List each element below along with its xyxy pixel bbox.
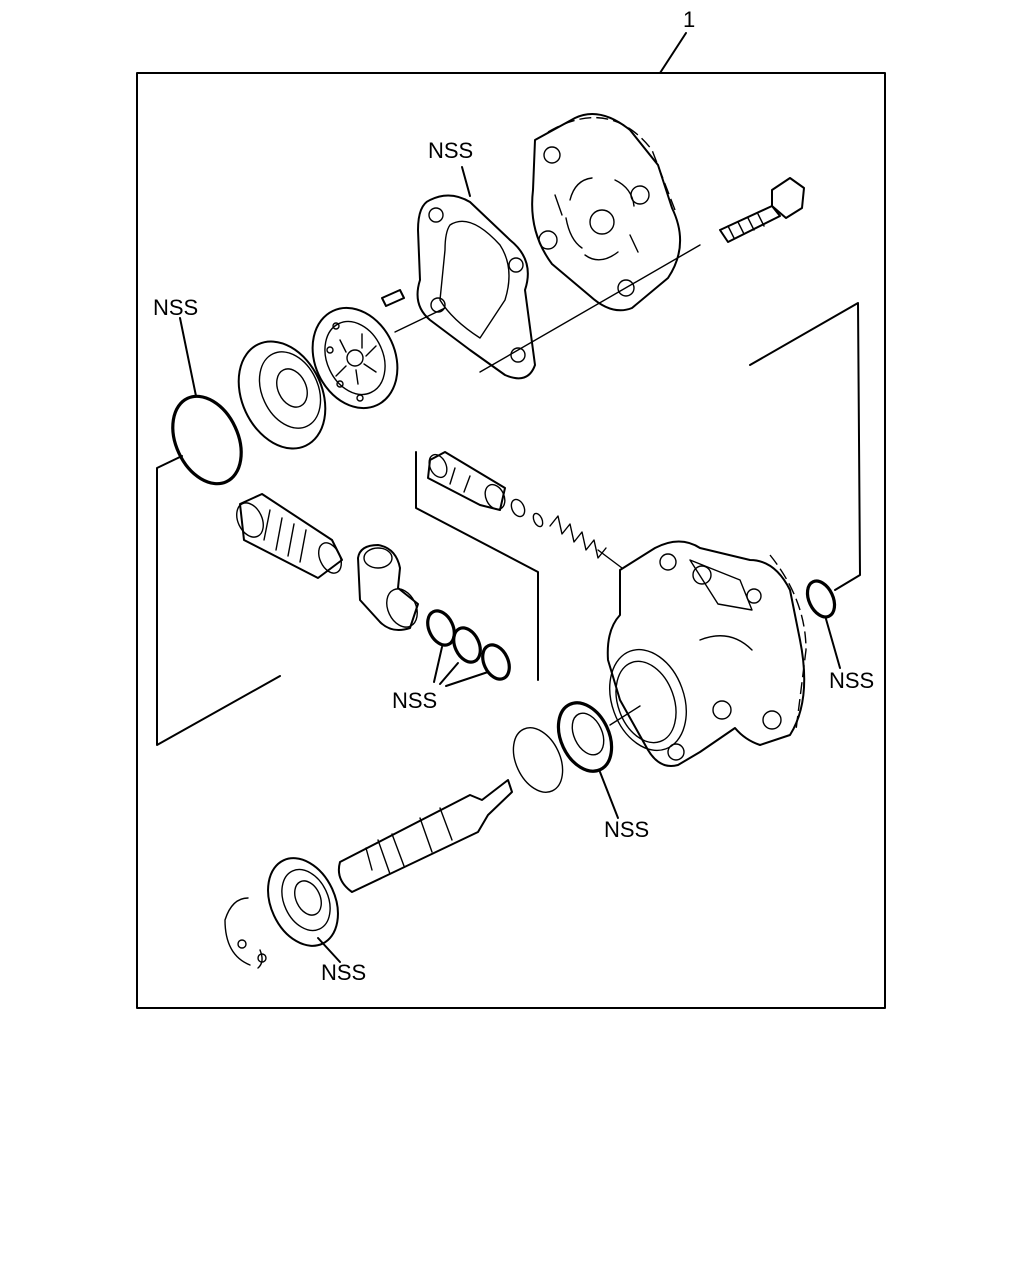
- callout-cover-o-ring: NSS: [153, 295, 198, 320]
- callout-bearing: NSS: [321, 960, 366, 985]
- alignment-line-spool: [597, 549, 623, 569]
- valve-spring: [549, 515, 607, 559]
- callout-housing-o-ring: NSS: [829, 668, 874, 693]
- ball-bearing: [267, 857, 339, 947]
- alignment-line-shaft: [609, 705, 641, 726]
- large-o-ring: [171, 394, 243, 486]
- side-plate: [237, 340, 327, 450]
- drive-shaft: [337, 779, 513, 893]
- shaft-seal: [556, 701, 614, 773]
- cover-bolt: [719, 177, 805, 243]
- callout-gasket: NSS: [428, 138, 473, 163]
- dowel-pin: [381, 289, 405, 307]
- housing-o-ring: [805, 579, 837, 619]
- flow-control-valve: [236, 493, 343, 579]
- rear-cover: [531, 113, 682, 312]
- alignment-line-top: [479, 244, 701, 373]
- left-bracket: [156, 455, 281, 746]
- small-washer: [510, 498, 526, 518]
- rotor-cam-ring: [311, 306, 399, 410]
- right-bracket: [749, 302, 861, 591]
- alignment-line-rotor: [394, 307, 446, 333]
- callout-shaft-seal: NSS: [604, 817, 649, 842]
- cover-gasket: [416, 194, 536, 380]
- valve-o-ring-2: [452, 626, 482, 664]
- small-clip: [532, 512, 544, 528]
- union-fitting: [357, 544, 419, 631]
- callout-valve-o-rings: NSS: [392, 688, 437, 713]
- spool-valve: [427, 451, 506, 511]
- item-number-label: 1: [683, 7, 695, 32]
- valve-group-bracket: [415, 451, 539, 681]
- item-number-leader: [659, 32, 687, 74]
- valve-o-ring-1: [426, 609, 456, 647]
- valve-o-ring-3: [481, 643, 511, 681]
- shaft-washer: [512, 727, 564, 793]
- pump-housing: [606, 540, 807, 767]
- kit-frame: [136, 72, 886, 1009]
- snap-ring: [224, 897, 267, 969]
